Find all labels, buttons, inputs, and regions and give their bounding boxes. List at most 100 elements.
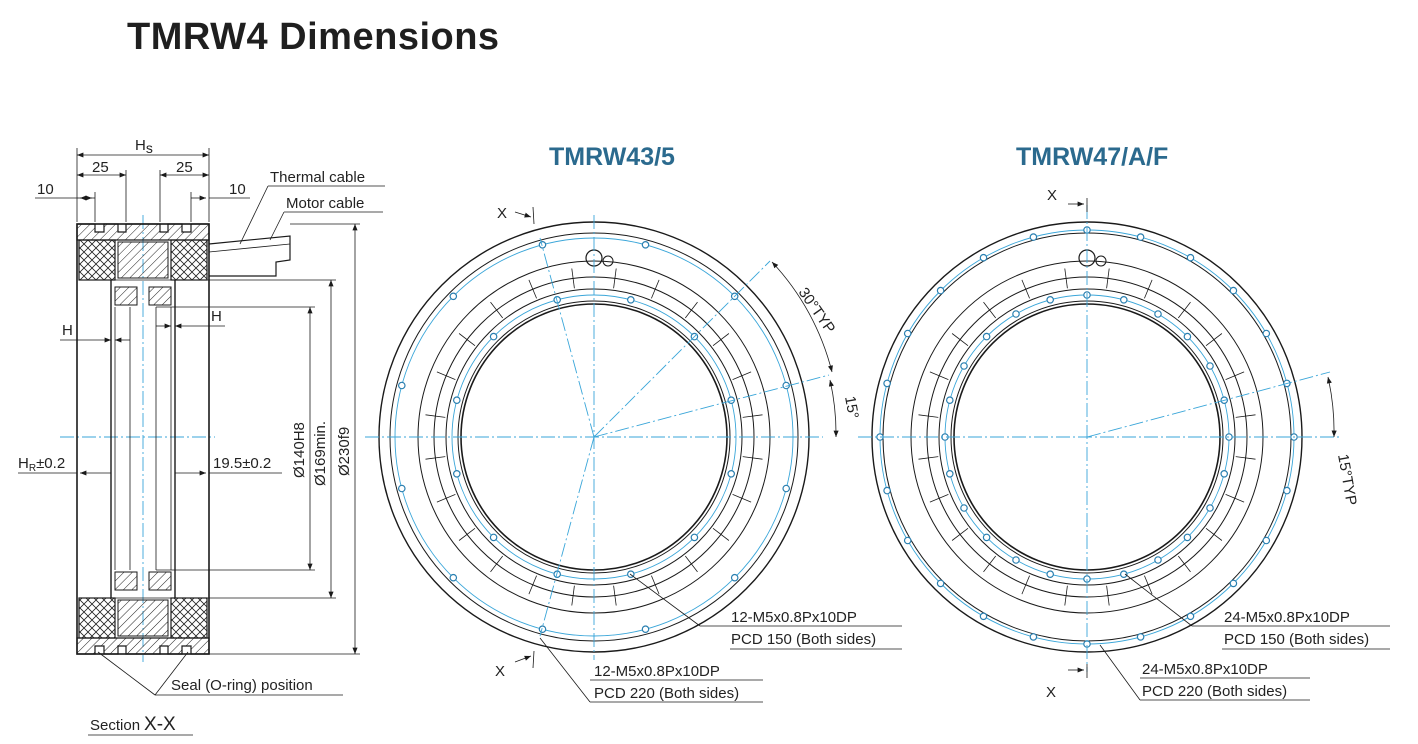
section-marker-bottom-2: X [1046,684,1056,701]
stator-slot [613,585,617,606]
bolt-hole [449,573,458,582]
callout-inner-pcd-1: PCD 150 (Both sides) [731,631,876,648]
stator-slot [458,333,476,347]
bolt-hole [1262,329,1271,338]
bolt-hole [1220,469,1229,478]
bolt-hole [936,579,945,588]
label-motor-cable: Motor cable [286,195,364,212]
stator-slot [732,494,752,503]
dim-left-25: 25 [92,159,109,176]
stator-slot [436,371,456,380]
stator-slot [528,279,537,299]
callout-outer-threads-1: 12-M5x0.8Px10DP [594,663,720,680]
stator-slot [528,575,537,595]
stator-slot [1106,268,1110,289]
bolt-hole [1283,486,1291,495]
bolt-hole [979,253,988,262]
bolt-hole [1029,633,1038,641]
stator-slots-2 [918,268,1256,606]
bolt-hole [1183,332,1192,341]
callout-inner-threads-1: 12-M5x0.8Px10DP [731,609,857,626]
callout-inner-pcd-2: PCD 150 (Both sides) [1224,631,1369,648]
section-marker-top-2: X [1047,187,1057,204]
stator-slot [1225,371,1245,380]
angle-15-typ: 15°TYP [1334,453,1360,507]
stator-slot [1064,268,1068,289]
bolt-hole [690,533,699,542]
dim-right-offset: 19.5±0.2 [213,455,271,472]
bolt-hole [449,292,458,301]
bolt-hole [641,625,650,634]
bolt-hole [1012,556,1020,564]
bolt-hole [1120,570,1128,579]
bolt-hole [1046,295,1055,304]
stator-slot [1106,585,1110,606]
bolt-hole [945,469,954,478]
stator-slot [983,301,997,319]
bolt-hole [452,469,461,478]
model-title-tmrw47: TMRW47/A/F [1016,143,1168,171]
bolt-hole [1154,556,1162,564]
bolt-hole [982,332,991,341]
top-flange [76,223,210,241]
stator-bottom [117,599,169,637]
inner-holes-1 [452,295,736,579]
bolt-hole [903,329,912,338]
bolt-hole [1029,233,1038,241]
bolt-hole [1154,310,1162,318]
bolt-hole [489,533,498,542]
callout-outer-pcd-1: PCD 220 (Both sides) [594,685,739,702]
stator-slot [613,268,617,289]
callout-outer-pcd-2: PCD 220 (Both sides) [1142,683,1287,700]
bolt-hole [538,625,547,634]
dim-hr: HR±0.2 [18,455,65,474]
stator-slot [1205,333,1223,347]
page-title: TMRW4 Dimensions [127,16,500,58]
cable-body [208,235,291,277]
stator-slot [742,414,763,418]
bolt-hole [730,573,739,582]
stator-slot [1177,301,1191,319]
winding-top-right [170,239,208,281]
stator-slot [1064,585,1068,606]
bolt-hole [1229,579,1238,588]
bolt-hole [1186,612,1195,621]
bolt-hole [489,332,498,341]
label-thermal-cable: Thermal cable [270,169,365,186]
bolt-hole [982,533,991,542]
stator-slot [425,414,446,418]
stator-slot [742,456,763,460]
magnet-top-left [114,286,138,306]
stator-slot [684,555,698,573]
dim-left-10: 10 [37,181,54,198]
callout-inner-threads-2: 24-M5x0.8Px10DP [1224,609,1350,626]
bolt-hole [452,396,461,405]
magnet-bottom-right [148,571,172,591]
stator-slot [929,494,949,503]
bolt-hole [1136,633,1145,641]
bolt-hole [960,504,968,512]
bolt-hole [883,486,891,495]
section-marker-bottom-1: X [495,663,505,680]
bolt-hole [397,484,406,493]
stator-top [117,241,169,279]
bolt-hole [1206,362,1214,370]
stator-slot [983,555,997,573]
stator-slot [571,268,575,289]
stator-slot [490,301,504,319]
label-seal-position: Seal (O-ring) position [171,677,313,694]
inner-holes-2 [941,291,1233,583]
stator-slot [436,494,456,503]
stator-slot [425,456,446,460]
bolt-hole [727,469,736,478]
callout-outer-threads-2: 24-M5x0.8Px10DP [1142,661,1268,678]
stator-slot [490,555,504,573]
dim-dia-169: Ø169min. [312,421,329,486]
stator-slot [712,527,730,541]
stator-slot [951,333,969,347]
bolt-hole [945,396,954,405]
bolt-hole [979,612,988,621]
stator-slot [684,301,698,319]
bolt-hole [1183,533,1192,542]
bolt-hole [641,241,650,249]
